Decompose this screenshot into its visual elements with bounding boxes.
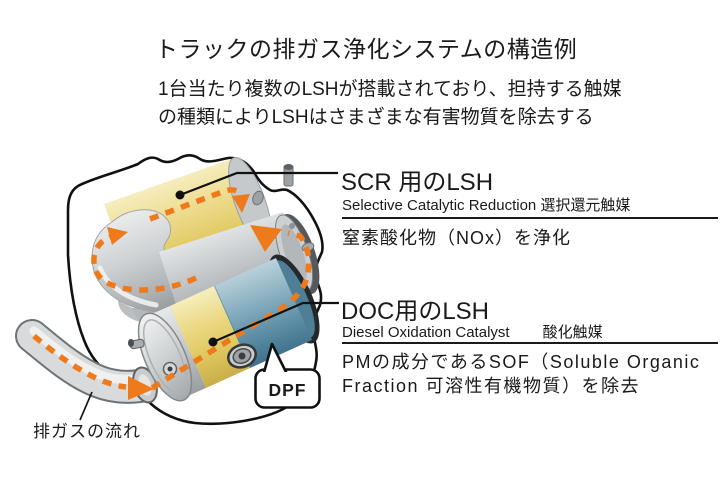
doc-dpf-muffler bbox=[128, 254, 320, 402]
doc-subheading-english: Diesel Oxidation Catalyst bbox=[342, 324, 510, 341]
doc-heading: DOC用のLSH bbox=[341, 298, 490, 325]
flow-path-scr-top bbox=[149, 187, 244, 222]
flow-arrow-inlet bbox=[128, 376, 154, 400]
dpf-bubble-label: DPF bbox=[269, 380, 307, 400]
flow-path-inlet bbox=[32, 333, 127, 390]
scr-divider-rule bbox=[342, 217, 718, 219]
flow-arrow-down bbox=[232, 194, 250, 213]
scr-subheading: Selective Catalytic Reduction 選択還元触媒 bbox=[342, 197, 631, 214]
doc-callout-dot bbox=[208, 337, 218, 347]
doc-end-cap bbox=[137, 312, 193, 402]
scr-callout-dot bbox=[175, 190, 185, 200]
doc-callout bbox=[208, 301, 339, 347]
doc-description-line2: Fraction 可溶性有機物質）を除去 bbox=[342, 376, 641, 396]
flow-path-doc bbox=[150, 230, 312, 391]
exhaust-flow-paths bbox=[32, 187, 312, 391]
dpf-sensor-fitting bbox=[227, 343, 257, 369]
flow-arrows bbox=[107, 194, 282, 400]
exhaust-flow-label: 排ガスの流れ bbox=[33, 422, 141, 441]
page-subtitle-line2: の種類によりLSHはさまざまな有害物質を除去する bbox=[158, 107, 594, 128]
scr-description: 窒素酸化物（NOx）を浄化 bbox=[342, 228, 571, 248]
flow-arrow-u-turn bbox=[107, 227, 128, 245]
doc-subheading-japanese: 酸化触媒 bbox=[542, 324, 603, 341]
dpf-bubble: DPF bbox=[254, 342, 321, 409]
doc-description-line1: PMの成分であるSOF（Soluble Organic bbox=[342, 352, 701, 372]
scr-callout bbox=[175, 171, 338, 200]
flow-arrow-into-scr bbox=[250, 225, 282, 252]
page-subtitle-line1: 1台当たり複数のLSHが搭載されており、担持する触媒 bbox=[158, 79, 622, 100]
exhaust-label-leader bbox=[79, 391, 93, 421]
flow-path-u-turn bbox=[91, 234, 198, 293]
doc-divider-rule bbox=[342, 342, 718, 344]
page-title: トラックの排ガス浄化システムの構造例 bbox=[155, 36, 578, 62]
doc-subheading: Diesel Oxidation Catalyst 酸化触媒 bbox=[342, 321, 603, 342]
scr-heading: SCR 用のLSH bbox=[341, 169, 494, 196]
